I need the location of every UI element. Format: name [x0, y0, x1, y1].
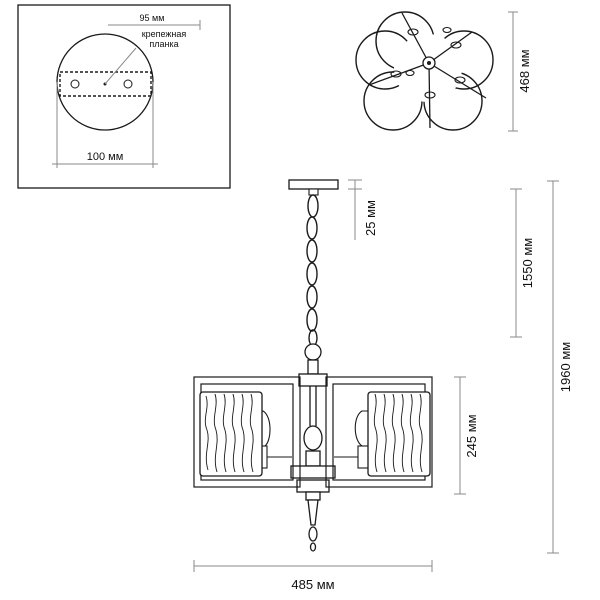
total-height-label: 1960 мм — [558, 342, 573, 392]
top-view-size-label: 468 мм — [517, 49, 532, 92]
front-view — [193, 179, 433, 552]
mounting-bracket — [59, 71, 152, 97]
shade-left — [199, 391, 263, 477]
dimension-chain-length: 1550 мм — [510, 188, 535, 338]
bracket-label-line2: планка — [149, 39, 178, 49]
canopy-diameter-label: 100 мм — [87, 151, 124, 163]
top-view-arms — [368, 12, 487, 129]
top-view: 468 мм — [355, 11, 532, 132]
body-width-label: 485 мм — [291, 577, 334, 592]
top-view-lamps — [390, 26, 466, 99]
body-height-label: 245 мм — [464, 414, 479, 457]
mount-detail-panel: 95 мм крепежная планка 100 мм — [17, 4, 231, 189]
dimension-body-height: 245 мм — [454, 376, 479, 495]
bracket-leader-line — [104, 47, 137, 85]
bracket-hole-left — [70, 79, 80, 89]
dimension-total-height: 1960 мм — [547, 180, 573, 554]
top-view-hub-inner — [427, 61, 431, 65]
dimension-body-width: 485 мм — [193, 560, 433, 592]
canopy-height-label: 25 мм — [363, 200, 378, 236]
shade-right — [367, 391, 431, 477]
bracket-label-line1: крепежная — [142, 29, 187, 39]
chain-length-label: 1550 мм — [520, 238, 535, 288]
mount-detail-frame — [17, 4, 231, 189]
bracket-hole-right — [123, 79, 133, 89]
central-stem — [290, 343, 336, 552]
bracket-width-label: 95 мм — [140, 13, 165, 23]
canopy-plate — [288, 179, 339, 190]
canopy-hook — [308, 188, 319, 196]
top-view-petals — [355, 11, 494, 131]
dimension-canopy-height: 25 мм — [348, 179, 378, 240]
frame-rails — [193, 376, 433, 488]
chain — [306, 194, 319, 347]
